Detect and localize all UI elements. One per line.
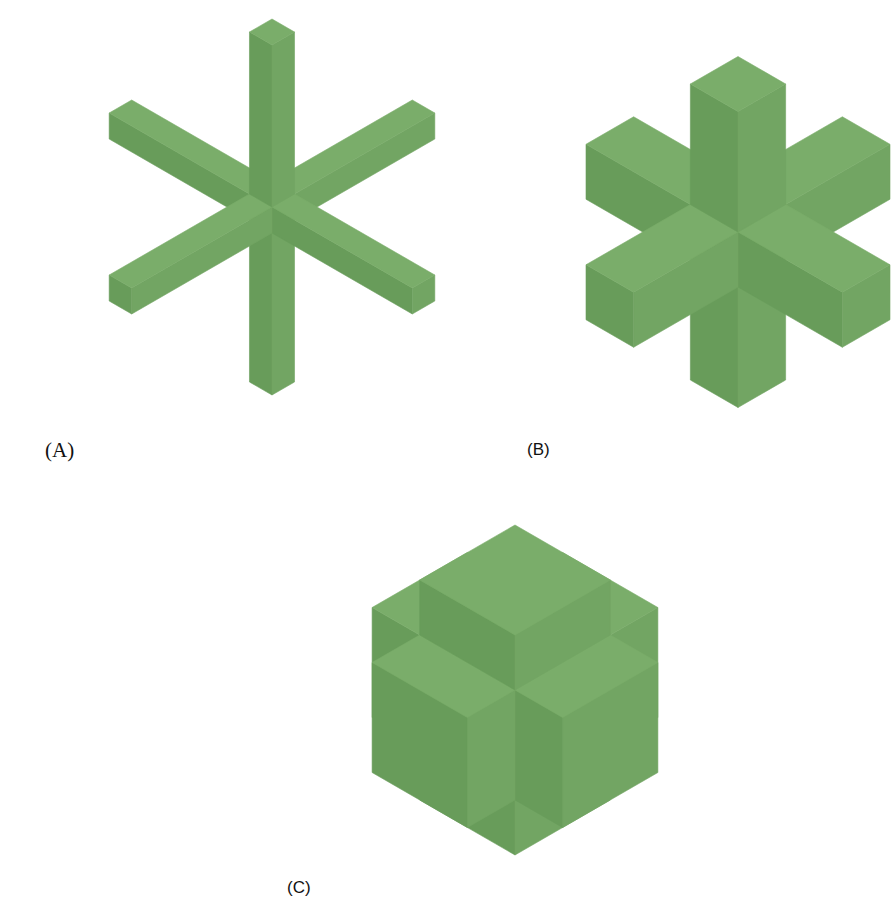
box-face: [420, 525, 611, 635]
box-face: [690, 57, 785, 112]
figure-label: (A): [45, 438, 74, 463]
box-face: [272, 100, 435, 194]
box-face: [109, 194, 272, 288]
figure-label: (B): [527, 440, 550, 460]
box-face: [272, 220, 295, 395]
box-face: [249, 220, 272, 395]
box-face: [249, 32, 272, 207]
box-face: [272, 32, 295, 207]
thin-cross-a: [109, 19, 435, 395]
figure-label: (C): [287, 878, 311, 898]
box-face: [272, 194, 435, 288]
box-face: [249, 19, 294, 45]
box-face: [109, 100, 272, 194]
thick-cross-b: [586, 57, 890, 408]
compact-cross-c: [372, 525, 658, 855]
